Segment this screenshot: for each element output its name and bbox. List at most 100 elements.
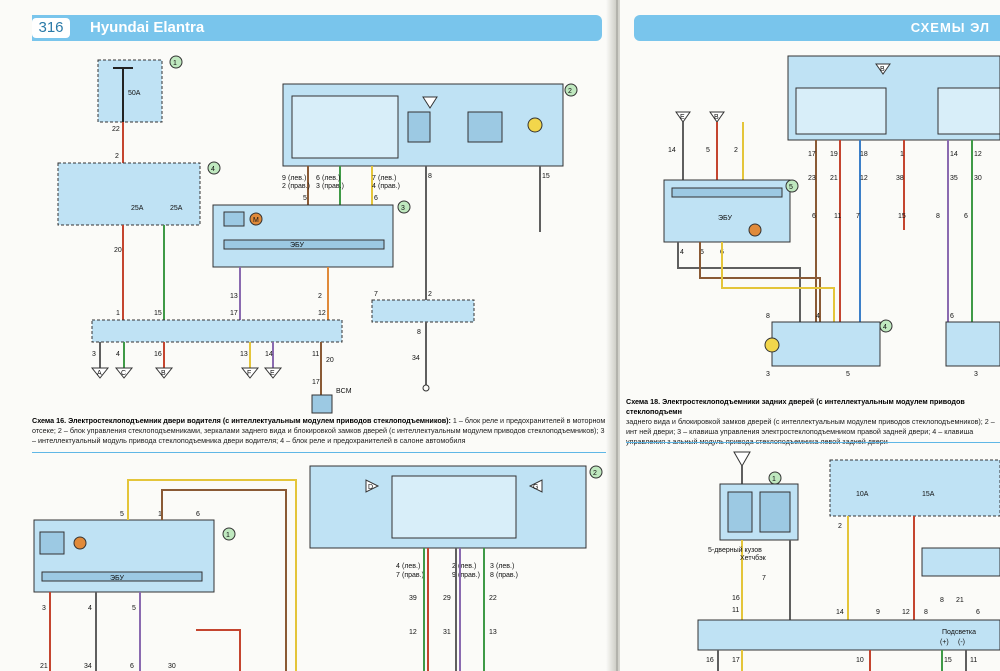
separator-left (32, 452, 606, 453)
pin-7: 7 (372, 175, 376, 182)
connector-g-lower: G (533, 484, 538, 491)
callout-2-lower (589, 465, 603, 479)
connector-b: B (161, 370, 166, 377)
pin-10-lr: 10 (856, 657, 864, 664)
pin-1: 1 (116, 310, 120, 317)
pin-14-r: 14 (668, 147, 676, 154)
wiring-diagram-16: 50A 1 22 2 25A 25A 4 20 1 15 2 9 (33, 55, 603, 671)
ecu-rear-label: ЭБУ (718, 215, 732, 222)
pin-4-r: 4 (680, 249, 684, 256)
pin-3b-r: 3 (974, 371, 978, 378)
pin-5: 5 (303, 195, 307, 202)
fuse-main-label: 50A (128, 90, 141, 97)
callout-1-lr-text: 1 (772, 476, 776, 483)
fuse-15a-label: 15A (922, 491, 935, 498)
pin-22: 22 (112, 126, 120, 133)
pin-14b-r: 14 (950, 151, 958, 158)
pin-34-lower: 34 (84, 663, 92, 670)
pin-9-l2: 9 (452, 572, 456, 579)
pin-20: 20 (114, 247, 122, 254)
callout-5 (785, 179, 799, 193)
pin-19-r: 19 (830, 151, 838, 158)
pin-11b-lr: 11 (970, 657, 977, 664)
pin-2-l2: 2 (452, 563, 456, 570)
pin-9-lr: 9 (876, 609, 880, 616)
pin-8-lr: 8 (924, 609, 928, 616)
pin-5-lower: 5 (120, 511, 124, 518)
pin-7-r: 7 (856, 213, 860, 220)
connector-b-right: B (714, 114, 719, 121)
callout-4-r (879, 319, 893, 333)
pin-note-left-1: (лев.) (288, 175, 306, 182)
pin-12-l2: 12 (409, 629, 417, 636)
pin-6d-r: 6 (950, 313, 954, 320)
callout-1-lower (222, 527, 236, 541)
pin-2: 2 (115, 153, 119, 160)
pin-4-l2: 4 (396, 563, 400, 570)
pin-15-lr: 15 (944, 657, 952, 664)
pin-17-lr: 17 (732, 657, 740, 664)
pin-3-lower: 3 (42, 605, 46, 612)
fuse-b-label: 25A (170, 205, 183, 212)
connector-bar-lower-right (697, 619, 1000, 651)
caption-18-body: заднего вида и блокировкой замков дверей… (626, 417, 995, 446)
section-title: СХЕМЫ ЭЛ (910, 20, 990, 35)
connector-e: E (270, 370, 275, 377)
pin-16: 16 (154, 351, 162, 358)
connector-d-lower: D (368, 484, 373, 491)
pin-4: 4 (372, 183, 376, 190)
pin-8b-lr: 8 (940, 597, 944, 604)
pin-5b-r: 5 (700, 249, 704, 256)
pin-14: 14 (265, 351, 273, 358)
callout-2-lower-text: 2 (593, 470, 597, 477)
pin-18-r: 18 (860, 151, 868, 158)
pin-7-l2: 7 (396, 572, 400, 579)
pin-6b-r: 6 (964, 213, 968, 220)
caption-16-body: 1 – блок реле и предохранителей в моторн… (32, 416, 606, 445)
pin-12-lr: 12 (902, 609, 910, 616)
caption-18-title: Схема 18. Электростеклоподъемники задних… (626, 397, 965, 416)
pin-30-r: 30 (974, 175, 982, 182)
separator-right (626, 442, 1000, 443)
pin-note-right-3: (прав.) (378, 183, 400, 190)
callout-1-lower-text: 1 (226, 532, 230, 539)
callout-4-text: 4 (211, 166, 215, 173)
pin-note-right-2: (прав.) (322, 183, 344, 190)
pin-12-r: 12 (974, 151, 982, 158)
fuse-a-label: 25A (131, 205, 144, 212)
pin-15-r: 15 (898, 213, 906, 220)
relay-box-lower-right (829, 459, 1000, 517)
pin-note-l1: (лев.) (402, 563, 420, 570)
connector-f: F (247, 370, 251, 377)
pin-8-l2: 8 (490, 572, 494, 579)
connector-e-right: E (680, 114, 685, 121)
left-page-header: 316 Hyundai Elantra (32, 15, 602, 41)
pin-3b: 3 (92, 351, 96, 358)
pin-39: 39 (409, 595, 417, 602)
body-type-label: 5-дверный кузов (708, 546, 762, 554)
pin-17b: 17 (312, 379, 320, 386)
pin-8b-r: 8 (766, 313, 770, 320)
ecu-lower-label: ЭБУ (110, 575, 124, 582)
pin-3-r: 3 (766, 371, 770, 378)
pin-1-lower: 1 (158, 511, 162, 518)
pin-15: 15 (154, 310, 162, 317)
pin-38-r: 38 (896, 175, 904, 182)
pin-17-r: 17 (808, 151, 816, 158)
right-page-header: СХЕМЫ ЭЛ (634, 15, 1000, 41)
pin-22-l2: 22 (489, 595, 497, 602)
callout-1-text: 1 (173, 60, 177, 67)
bcm-label: BCM (336, 388, 352, 395)
pin-31: 31 (443, 629, 451, 636)
pin-note-right-1: (прав.) (288, 183, 310, 190)
motor-label: M (253, 217, 259, 224)
callout-3 (397, 200, 411, 214)
pin-12: 12 (318, 310, 326, 317)
ecu-label: ЭБУ (290, 242, 304, 249)
pin-2d: 2 (428, 291, 432, 298)
callout-5-text: 5 (789, 184, 793, 191)
pin-note-r3: (прав.) (496, 572, 518, 579)
pin-6-lower: 6 (196, 511, 200, 518)
pin-6b: 6 (374, 195, 378, 202)
pin-4b: 4 (116, 351, 120, 358)
